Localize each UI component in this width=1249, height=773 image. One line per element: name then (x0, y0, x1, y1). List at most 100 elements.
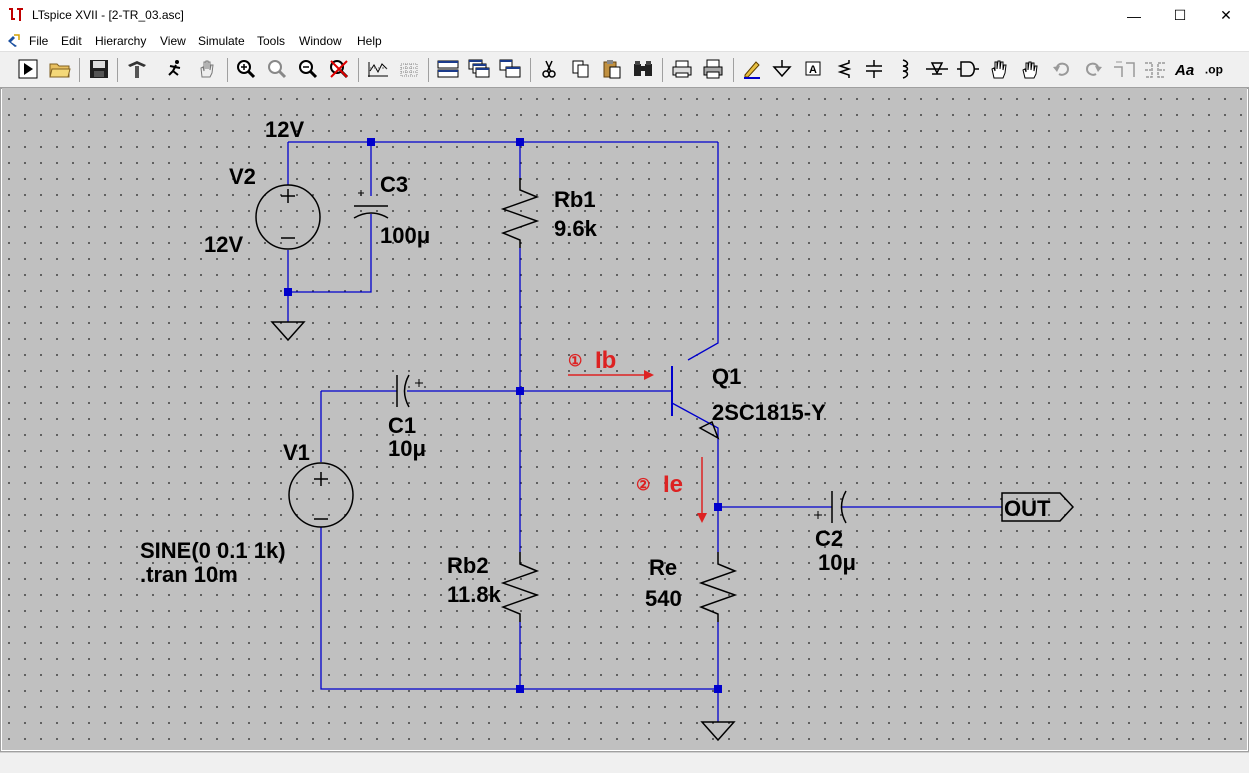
run-icon[interactable] (16, 57, 40, 81)
c3-capacitor[interactable] (353, 190, 389, 219)
q1-model-label[interactable]: 2SC1815-Y (712, 400, 826, 425)
menu-view[interactable]: View (160, 34, 186, 48)
wire-c3-bottom[interactable] (288, 214, 372, 293)
toolbar-separator (428, 58, 429, 82)
mirror-icon[interactable] (1143, 57, 1167, 81)
open-icon[interactable] (48, 57, 72, 81)
rb1-resistor[interactable] (500, 178, 540, 248)
ib-label[interactable]: Ib (595, 347, 616, 374)
grid-toggle-icon[interactable] (397, 57, 421, 81)
out-net-flag[interactable] (1001, 492, 1075, 522)
v1-value-label[interactable]: SINE(0 0.1 1k) (140, 538, 286, 563)
c1-capacitor[interactable] (396, 374, 423, 408)
text-icon[interactable]: Aa (1174, 57, 1198, 81)
menu-hierarchy[interactable]: Hierarchy (95, 34, 147, 48)
save-icon[interactable] (87, 57, 111, 81)
c3-value-label[interactable]: 100μ (380, 223, 430, 248)
pan-icon[interactable] (195, 57, 219, 81)
control-panel-icon[interactable] (125, 57, 149, 81)
maximize-button[interactable]: ☐ (1173, 7, 1187, 23)
ib-marker: ① (568, 353, 582, 370)
re-value-label[interactable]: 540 (645, 586, 682, 611)
rb2-resistor[interactable] (500, 552, 540, 622)
resistor-icon[interactable] (832, 57, 856, 81)
out-label[interactable]: OUT (1004, 496, 1051, 521)
rotate-icon[interactable] (1112, 57, 1136, 81)
undo-icon[interactable] (1050, 57, 1074, 81)
schematic-drawing: 12V V2 12V C3 100μ Rb1 9.6k Q1 2SC1815-Y… (140, 117, 1075, 742)
draw-wire-icon[interactable] (740, 57, 764, 81)
menu-tools[interactable]: Tools (257, 34, 286, 48)
minimize-button[interactable]: — (1127, 7, 1141, 24)
copy-icon[interactable] (569, 57, 593, 81)
re-resistor[interactable] (698, 552, 738, 622)
zoom-out-icon[interactable] (296, 57, 320, 81)
ground-re-icon[interactable] (700, 721, 736, 742)
tile-vertical-icon[interactable] (498, 57, 522, 81)
toolbar-separator (227, 58, 228, 82)
rb1-name-label[interactable]: Rb1 (554, 187, 596, 212)
drag-icon[interactable] (1018, 57, 1042, 81)
v2-value-label[interactable]: 12V (204, 232, 243, 257)
junction-dots (284, 138, 722, 693)
diode-icon[interactable] (925, 57, 949, 81)
tile-horizontal-icon[interactable] (436, 57, 460, 81)
toolbar-separator (662, 58, 663, 82)
v1-name-label[interactable]: V1 (283, 440, 310, 465)
print-icon[interactable] (701, 57, 725, 81)
c1-name-label[interactable]: C1 (388, 413, 416, 438)
toolbar-separator (733, 58, 734, 82)
toolbar-separator (358, 58, 359, 82)
schematic-canvas[interactable]: 12V V2 12V C3 100μ Rb1 9.6k Q1 2SC1815-Y… (2, 88, 1247, 750)
paste-icon[interactable] (600, 57, 624, 81)
toolbar-separator (117, 58, 118, 82)
c2-value-label[interactable]: 10μ (818, 550, 856, 575)
menu-help[interactable]: Help (357, 34, 382, 48)
v2-name-label[interactable]: V2 (229, 164, 256, 189)
ground-v2-icon[interactable] (270, 321, 306, 342)
zoom-in-icon[interactable] (234, 57, 258, 81)
v2-voltage-source[interactable] (255, 184, 321, 250)
cut-icon[interactable] (537, 57, 561, 81)
label-net-icon[interactable]: A (801, 57, 825, 81)
q1-name-label[interactable]: Q1 (712, 364, 741, 389)
autorange-icon[interactable] (366, 57, 390, 81)
ground-icon[interactable] (770, 57, 794, 81)
c3-name-label[interactable]: C3 (380, 172, 408, 197)
find-icon[interactable] (631, 57, 655, 81)
supply-net-label[interactable]: 12V (265, 117, 304, 142)
rb1-value-label[interactable]: 9.6k (554, 216, 598, 241)
spice-directive-icon[interactable]: .op (1204, 57, 1228, 81)
component-icon[interactable] (956, 57, 980, 81)
v1-voltage-source[interactable] (288, 462, 354, 528)
window-title: LTspice XVII - [2-TR_03.asc] (32, 8, 184, 22)
c2-capacitor[interactable] (814, 490, 847, 524)
ie-label[interactable]: Ie (663, 471, 683, 498)
rb2-value-label[interactable]: 11.8k (447, 582, 502, 607)
schematic-doc-icon[interactable] (6, 34, 20, 48)
tran-directive[interactable]: .tran 10m (140, 562, 238, 587)
re-name-label[interactable]: Re (649, 555, 677, 580)
print-setup-icon[interactable] (670, 57, 694, 81)
capacitor-icon[interactable] (862, 57, 886, 81)
c2-name-label[interactable]: C2 (815, 526, 843, 551)
zoom-cancel-icon[interactable] (327, 57, 351, 81)
move-icon[interactable] (987, 57, 1011, 81)
menu-simulate[interactable]: Simulate (198, 34, 245, 48)
wire-ground-return[interactable] (320, 527, 718, 690)
menu-file[interactable]: File (29, 34, 49, 48)
cascade-icon[interactable] (467, 57, 491, 81)
menu-edit[interactable]: Edit (61, 34, 82, 48)
zoom-fit-icon[interactable] (265, 57, 289, 81)
halt-icon[interactable] (163, 57, 187, 81)
rb2-name-label[interactable]: Rb2 (447, 553, 489, 578)
close-button[interactable]: ✕ (1220, 7, 1232, 23)
inductor-icon[interactable] (893, 57, 917, 81)
menu-window[interactable]: Window (299, 34, 342, 48)
q1-emitter-arrow (698, 420, 720, 440)
ie-marker: ② (636, 477, 650, 494)
redo-icon[interactable] (1081, 57, 1105, 81)
c1-value-label[interactable]: 10μ (388, 436, 426, 461)
wire-collector[interactable] (687, 142, 719, 361)
menu-bar: File Edit Hierarchy View Simulate Tools … (0, 31, 1249, 77)
